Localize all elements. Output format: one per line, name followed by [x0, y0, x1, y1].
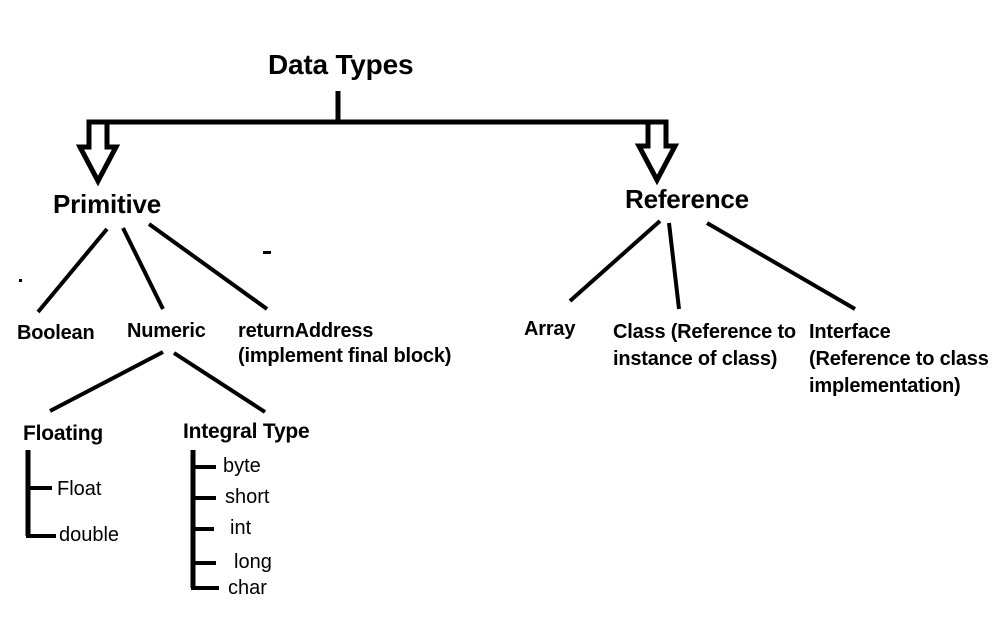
stray-dot-mark — [19, 279, 22, 282]
node-primitive: Primitive — [53, 189, 162, 219]
return-address-note: (implement final block) — [238, 345, 452, 367]
leaf-int: int — [230, 517, 252, 539]
leaf-long: long — [234, 551, 272, 573]
class-label-line2: instance of class) — [613, 348, 778, 370]
class-label-line1: Class (Reference to — [613, 321, 796, 343]
edge-numeric-integral — [172, 351, 267, 414]
node-floating: Floating — [23, 422, 104, 445]
edge-primitive-numeric — [121, 227, 165, 310]
interface-label-line2: (Reference to class — [809, 348, 989, 370]
stray-dash-mark — [263, 251, 271, 254]
node-interface: Interface (Reference to class implementa… — [809, 319, 989, 400]
leaf-double: double — [59, 524, 120, 546]
leaf-byte: byte — [223, 455, 261, 477]
edge-reference-array — [568, 219, 662, 303]
edge-reference-interface — [705, 221, 857, 311]
edge-reference-class — [667, 222, 681, 310]
edge-primitive-boolean — [36, 227, 109, 314]
return-address-label: returnAddress — [238, 320, 374, 342]
primitive-block-arrow — [75, 119, 121, 187]
node-numeric: Numeric — [127, 320, 206, 342]
node-array: Array — [524, 318, 576, 340]
reference-block-arrow — [634, 119, 680, 186]
edge-numeric-floating — [49, 350, 164, 413]
node-boolean: Boolean — [17, 322, 95, 344]
leaf-char: char — [228, 577, 267, 599]
interface-label-line1: Interface — [809, 321, 891, 343]
node-reference: Reference — [625, 184, 749, 214]
leaf-float: Float — [57, 478, 102, 500]
edge-primitive-returnaddress — [147, 222, 269, 311]
node-class: Class (Reference to instance of class) — [613, 319, 796, 373]
interface-label-line3: implementation) — [809, 375, 961, 397]
node-return-address: returnAddress (implement final block) — [238, 319, 451, 369]
node-integral-type: Integral Type — [183, 420, 310, 443]
node-data-types: Data Types — [268, 49, 414, 80]
leaf-short: short — [225, 486, 270, 508]
